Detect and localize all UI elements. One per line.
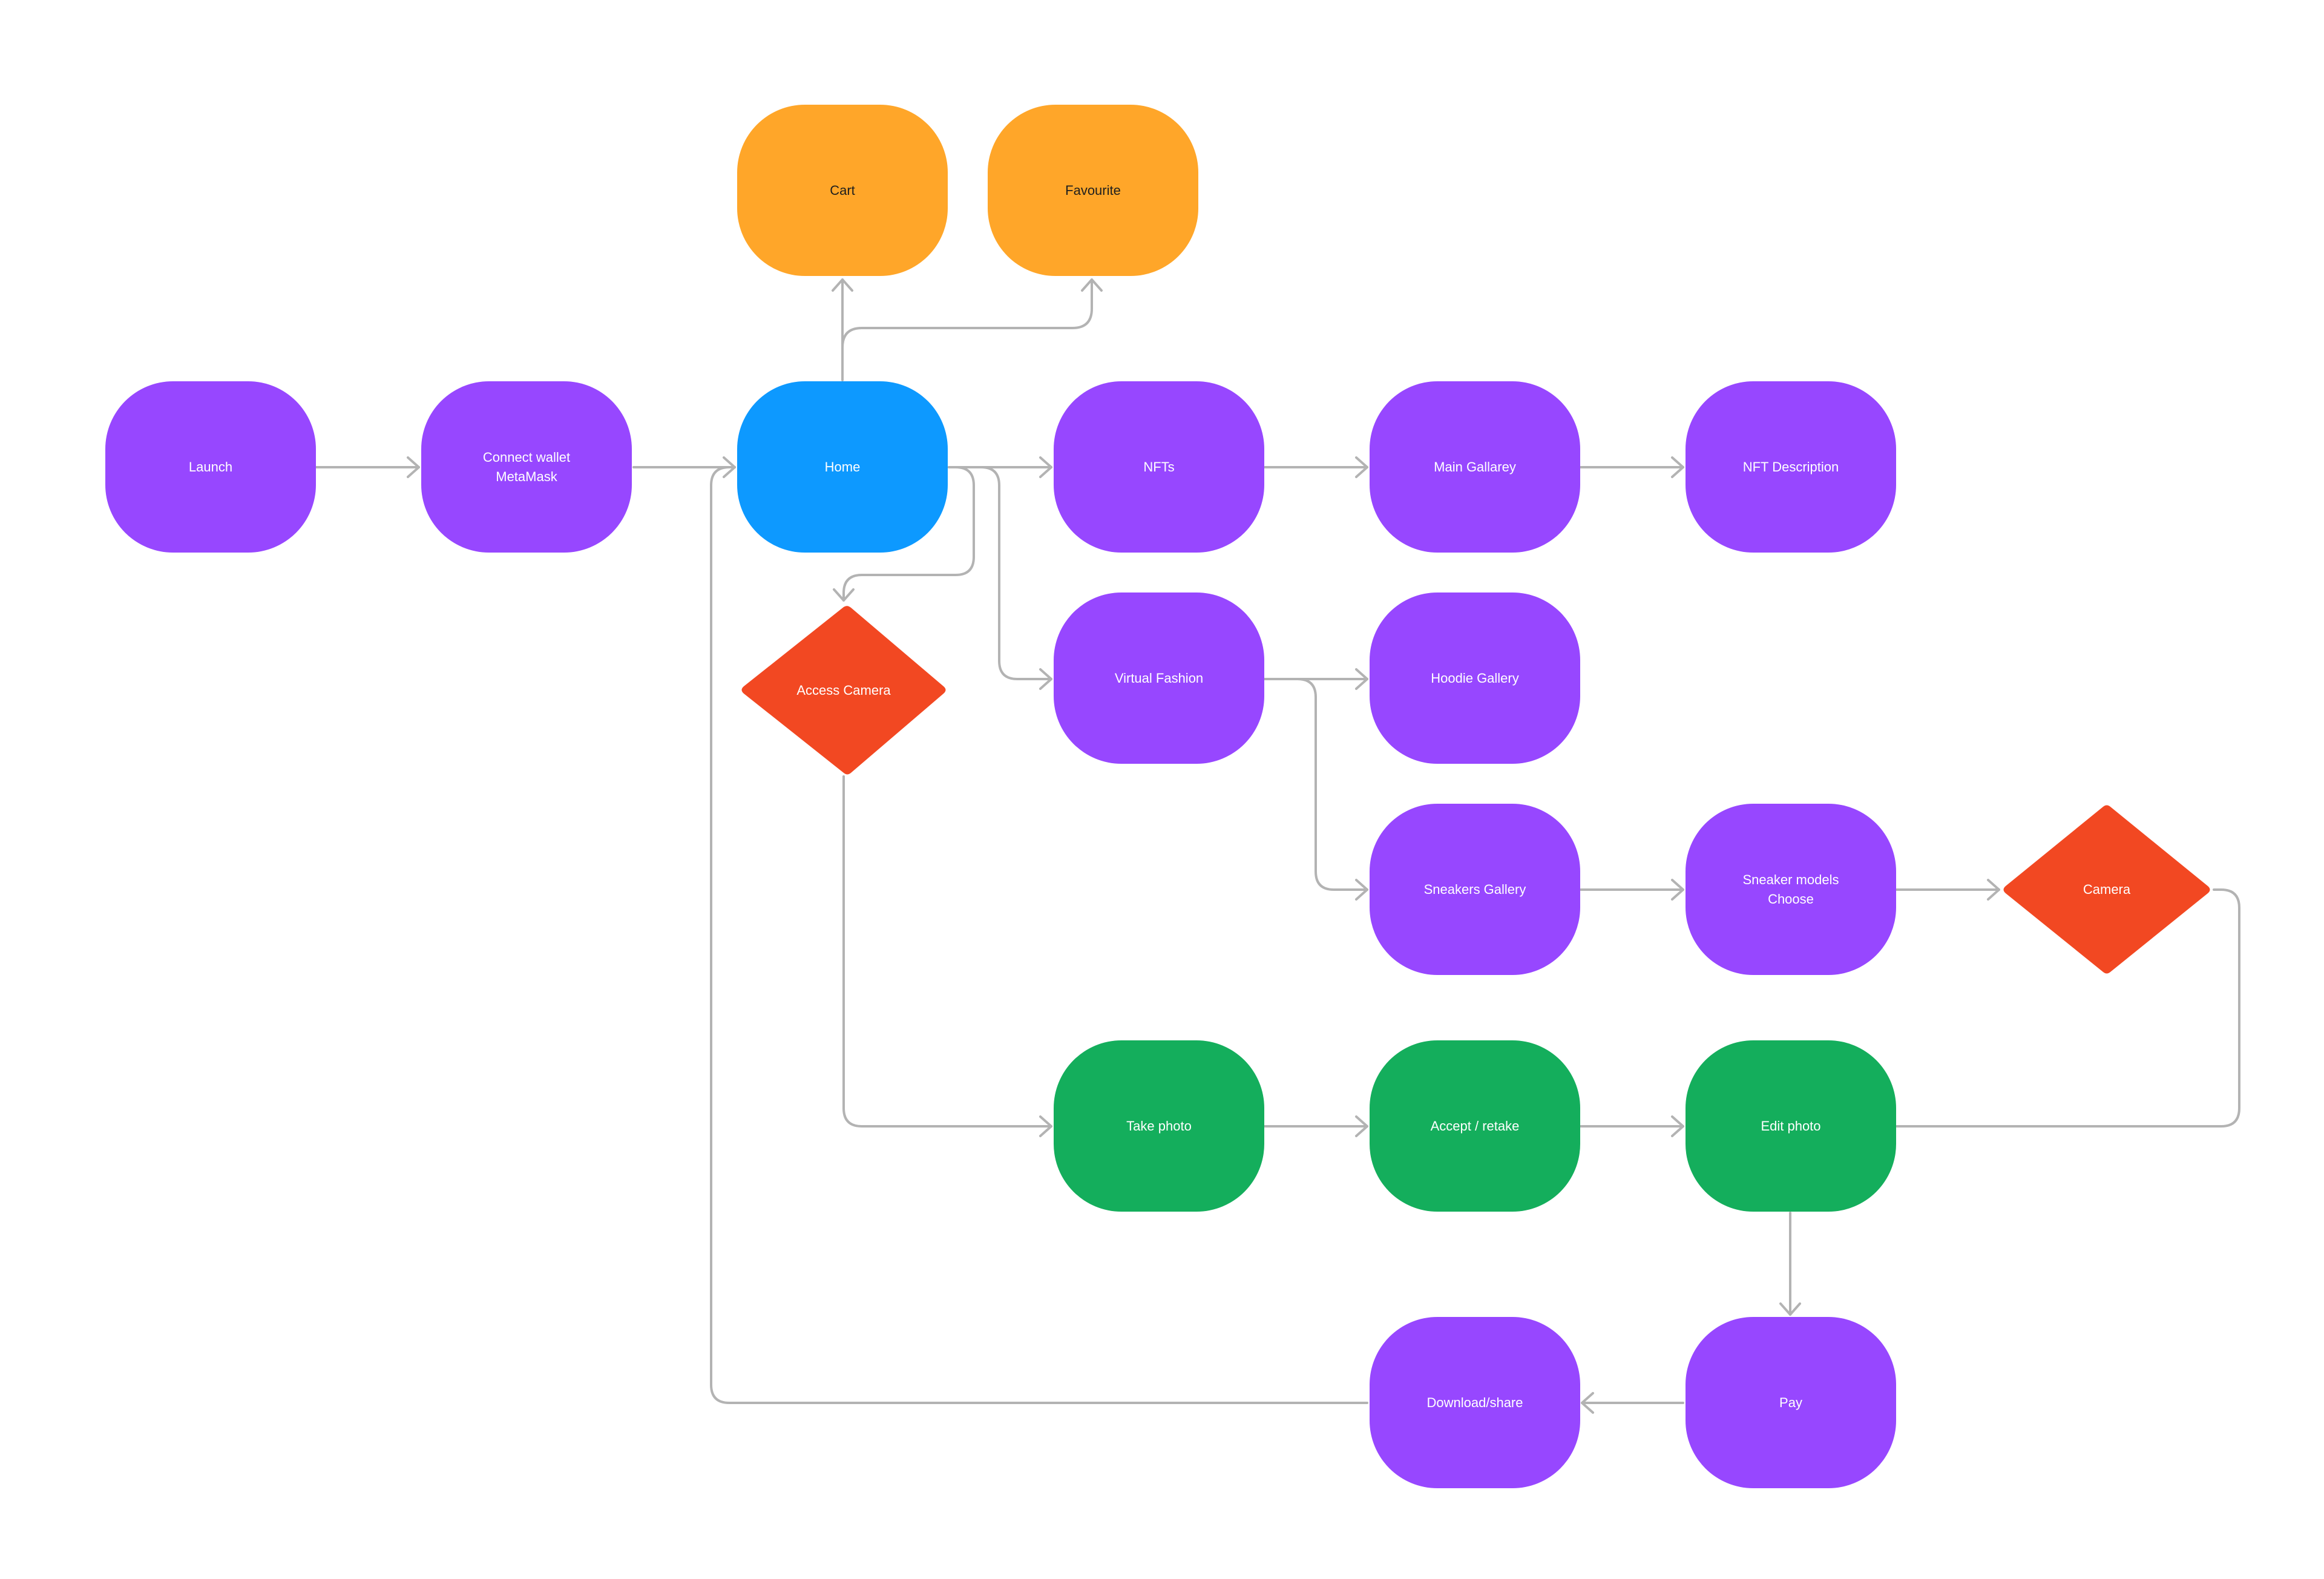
arrowhead — [1581, 1392, 1594, 1414]
download-share-node[interactable]: Download/share — [1370, 1317, 1580, 1488]
arrowhead — [1987, 879, 2000, 901]
launch-node[interactable]: Launch — [105, 381, 316, 553]
virtual-fashion-node[interactable]: Virtual Fashion — [1054, 593, 1264, 764]
sneaker-models-node[interactable]: Sneaker models Choose — [1686, 804, 1896, 975]
arrowhead — [1355, 456, 1368, 478]
accept-retake-node[interactable]: Accept / retake — [1370, 1040, 1580, 1212]
camera-decision[interactable]: Camera — [2001, 804, 2212, 975]
sneakers-gallery-node[interactable]: Sneakers Gallery — [1370, 804, 1580, 975]
hoodie-gallery-node[interactable]: Hoodie Gallery — [1370, 593, 1580, 764]
diamond-shape — [741, 606, 946, 775]
arrowhead — [1039, 456, 1052, 478]
nfts-node[interactable]: NFTs — [1054, 381, 1264, 553]
main-gallery-node[interactable]: Main Gallarey — [1370, 381, 1580, 553]
arrowhead — [1779, 1302, 1801, 1316]
connector-home-to-access-camera — [842, 466, 975, 602]
arrowhead — [1355, 668, 1368, 690]
favourite-node[interactable]: Favourite — [988, 105, 1198, 276]
arrowhead — [1039, 1115, 1052, 1137]
camera-label: Camera — [2083, 881, 2131, 897]
connector-access-camera-to-take-photo — [842, 775, 1052, 1128]
home-node[interactable]: Home — [737, 381, 948, 553]
arrowhead — [407, 456, 420, 478]
arrowhead — [833, 588, 855, 602]
arrowhead — [1355, 1115, 1368, 1137]
take-photo-node[interactable]: Take photo — [1054, 1040, 1264, 1212]
arrowhead — [1039, 668, 1052, 690]
arrowhead — [1671, 879, 1684, 901]
pay-node[interactable]: Pay — [1686, 1317, 1896, 1488]
connector-home-to-virtual-fashion — [948, 466, 1052, 680]
connector-camera-to-edit-photo — [1896, 888, 2240, 1128]
cart-node[interactable]: Cart — [737, 105, 948, 276]
arrowhead — [1671, 456, 1684, 478]
arrowhead — [1355, 879, 1368, 901]
connector-download-to-home — [710, 466, 1368, 1404]
access-camera-label: Access Camera — [796, 682, 891, 698]
arrowhead — [1671, 1115, 1684, 1137]
nft-description-node[interactable]: NFT Description — [1686, 381, 1896, 553]
connector-vf-to-sneakers — [1264, 678, 1368, 891]
connector-home-to-favourite — [841, 278, 1093, 349]
arrowhead — [832, 278, 853, 292]
diamond-shape — [2003, 805, 2210, 974]
connect-wallet-node[interactable]: Connect wallet MetaMask — [421, 381, 632, 553]
edit-photo-node[interactable]: Edit photo — [1686, 1040, 1896, 1212]
access-camera-decision[interactable]: Access Camera — [738, 605, 949, 776]
arrowhead — [1081, 278, 1103, 292]
